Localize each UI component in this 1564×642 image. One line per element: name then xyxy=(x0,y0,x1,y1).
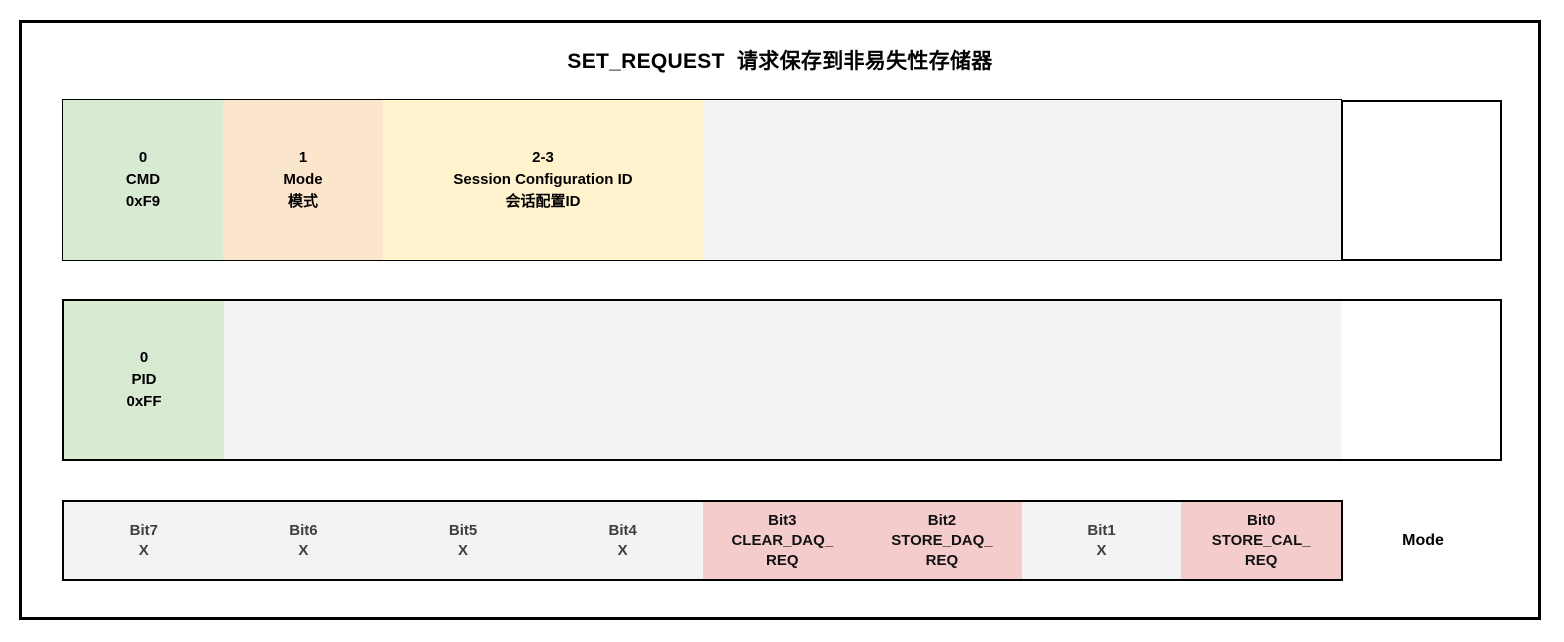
bit-value: X xyxy=(617,541,628,559)
bit-value: X xyxy=(138,541,149,559)
byte-index: 0 xyxy=(139,349,149,366)
bit-label: Bit6 xyxy=(289,521,318,539)
bit-label: Bit0 xyxy=(1247,511,1276,529)
mode-row-label: Mode xyxy=(1402,531,1444,549)
bit-label: Bit4 xyxy=(608,521,637,539)
bit-value-cont: REQ xyxy=(925,551,959,569)
byte-value: 0xF9 xyxy=(125,193,161,210)
byte-cell-cmd: 0 CMD 0xF9 xyxy=(63,100,223,260)
bit-value-cont: REQ xyxy=(766,551,799,569)
byte-cell-mode: 1 Mode 模式 xyxy=(223,100,383,260)
bit-cell-7: Bit7 X xyxy=(64,502,224,579)
byte-value: 0xFF xyxy=(126,393,162,410)
byte-row-cmd: 0 CMD 0xF9 1 Mode 模式 2-3 Session Configu… xyxy=(62,99,1342,261)
bit-cell-6: Bit6 X xyxy=(223,502,384,579)
byte-name: Mode xyxy=(283,171,323,188)
byte-name-cn: 会话配置ID xyxy=(505,193,581,210)
bit-cell-1: Bit1 X xyxy=(1021,502,1182,579)
byte-index: 2-3 xyxy=(532,149,554,166)
bit-row-mode: Bit7 X Bit6 X Bit5 X Bit4 X Bit3 CLEAR_D… xyxy=(62,500,1343,581)
byte-name: PID xyxy=(131,371,157,388)
reserved-area xyxy=(703,100,1341,260)
bit-value-cont: REQ xyxy=(1244,551,1278,569)
reserved-area xyxy=(224,301,1341,459)
bit-cell-5: Bit5 X xyxy=(383,502,543,579)
bit-cell-0-store-cal-req: Bit0 STORE_CAL_ REQ xyxy=(1181,502,1341,579)
bit-label: Bit1 xyxy=(1087,521,1116,539)
byte-index: 0 xyxy=(138,149,148,166)
bit-value: X xyxy=(458,541,469,559)
bit-cell-4: Bit4 X xyxy=(542,502,703,579)
byte-name: Session Configuration ID xyxy=(453,171,633,188)
bit-value: X xyxy=(1096,541,1107,559)
byte-cell-session-configuration-id: 2-3 Session Configuration ID 会话配置ID xyxy=(383,100,703,260)
empty-area xyxy=(1341,301,1500,459)
byte-row-pid: 0 PID 0xFF xyxy=(62,299,1502,461)
byte-name: CMD xyxy=(125,171,161,188)
bit-label: Bit7 xyxy=(129,521,158,539)
byte-cell-pid: 0 PID 0xFF xyxy=(64,301,224,459)
bit-cell-3-clear-daq-req: Bit3 CLEAR_DAQ_ REQ xyxy=(702,502,863,579)
bit-label: Bit3 xyxy=(768,511,797,529)
detached-byte-box xyxy=(1341,100,1502,261)
bit-label: Bit2 xyxy=(927,511,957,529)
bit-cell-2-store-daq-req: Bit2 STORE_DAQ_ REQ xyxy=(862,502,1022,579)
diagram-title: SET_REQUEST 请求保存到非易失性存储器 xyxy=(567,50,993,73)
byte-index: 1 xyxy=(298,149,308,166)
bit-value: X xyxy=(298,541,309,559)
bit-value: STORE_CAL_ xyxy=(1211,531,1311,549)
bit-label: Bit5 xyxy=(448,521,478,539)
byte-name-cn: 模式 xyxy=(287,193,318,210)
bit-value: STORE_DAQ_ xyxy=(891,531,993,549)
bit-value: CLEAR_DAQ_ xyxy=(731,531,834,549)
